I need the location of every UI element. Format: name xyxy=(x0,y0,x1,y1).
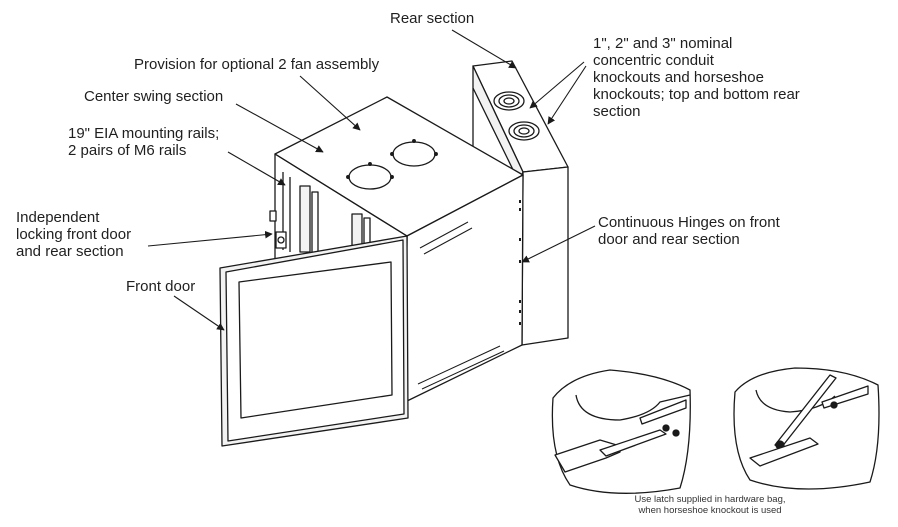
latch-note-line-1: Use latch supplied in hardware bag, xyxy=(634,494,786,505)
knockouts-line-3: knockouts and horseshoe xyxy=(593,69,764,86)
door-lock xyxy=(269,210,287,249)
conduit-knockout-1 xyxy=(493,91,525,111)
latch-note: Use latch supplied in hardware bag, when… xyxy=(610,494,810,516)
knockouts-line-1: 1", 2" and 3" nominal xyxy=(593,35,733,52)
knockouts-line-2: concentric conduit xyxy=(593,52,714,69)
latch-note-line-2: when horseshoe knockout is used xyxy=(638,505,782,516)
center-swing-section xyxy=(274,96,524,403)
knockouts-line-4: knockouts; top and bottom rear xyxy=(593,86,800,103)
callout-arrows xyxy=(147,29,596,331)
mounting-rails-line-1: 19" EIA mounting rails; xyxy=(68,125,220,142)
mounting-rails-line-2: 2 pairs of M6 rails xyxy=(68,142,187,159)
latch-detail-right xyxy=(733,367,880,490)
locking-door-label: Independent locking front door and rear … xyxy=(16,209,131,260)
center-swing-label: Center swing section xyxy=(84,88,224,105)
knockouts-label: 1", 2" and 3" nominal concentric conduit… xyxy=(593,35,800,120)
fan-provision-label: Provision for optional 2 fan assembly xyxy=(134,56,380,73)
hinges-label: Continuous Hinges on front door and rear… xyxy=(598,214,780,248)
locking-door-line-1: Independent xyxy=(16,209,100,226)
conduit-knockout-2 xyxy=(508,121,540,141)
knockouts-line-5: section xyxy=(593,103,641,120)
front-door xyxy=(219,235,409,447)
front-door-label: Front door xyxy=(126,278,196,295)
hinges-line-1: Continuous Hinges on front xyxy=(598,214,780,231)
latch-detail-left xyxy=(551,369,691,494)
locking-door-line-3: and rear section xyxy=(16,243,124,260)
rear-section-label: Rear section xyxy=(390,10,475,27)
fan-provision-holes xyxy=(346,139,438,190)
rear-section-box xyxy=(472,60,569,346)
mounting-rails-label: 19" EIA mounting rails; 2 pairs of M6 ra… xyxy=(68,125,219,159)
locking-door-line-2: locking front door xyxy=(16,226,132,243)
hinges-line-2: door and rear section xyxy=(598,231,740,248)
